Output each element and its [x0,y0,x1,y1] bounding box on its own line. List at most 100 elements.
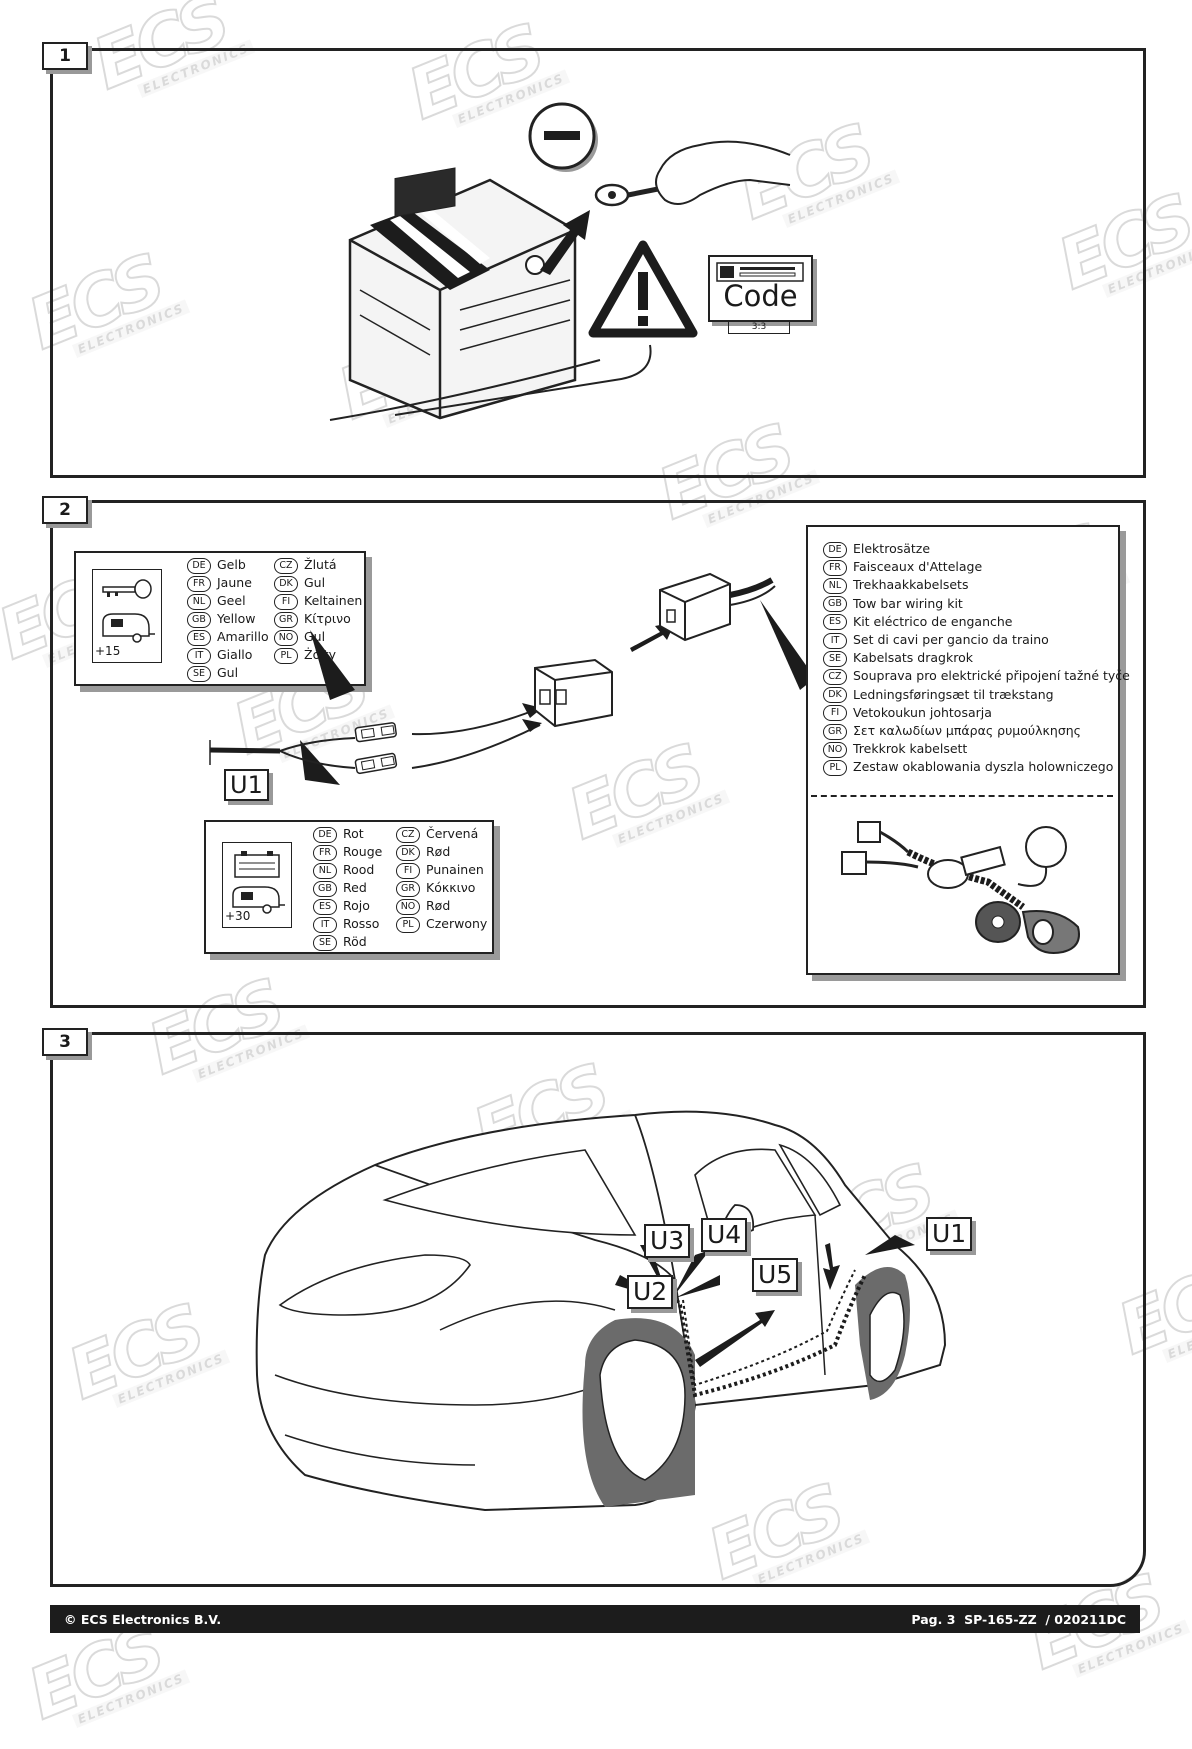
language-code-badge: NL [187,593,211,610]
radio-code-box: Code [708,255,813,322]
language-text: Red [343,880,367,895]
language-row: NO Trekkrok kabelsett [823,741,967,758]
language-code-badge: FI [823,705,847,722]
language-text: Rosso [343,916,380,931]
language-row: FI Vetokoukun johtosarja [823,705,992,722]
language-code-badge: DK [823,687,847,704]
ignition-icon-frame: +15 [92,569,162,663]
language-text: Κίτρινο [304,611,351,626]
language-code-badge: IT [187,647,211,664]
language-code-badge: CZ [274,557,298,574]
language-row: DK Rød [396,844,450,861]
language-text: Giallo [217,647,253,662]
language-code-badge: FR [823,559,847,576]
language-text: Faisceaux d'Attelage [853,559,983,575]
language-text: Ledningsføringsæt til trækstang [853,686,1054,702]
language-code-badge: NO [396,898,420,915]
language-text: Rood [343,862,375,877]
language-code-badge: FI [274,593,298,610]
language-text: Σετ καλωδίων μπάρας ρυμούλκησης [853,723,1081,738]
language-row: ES Rojo [313,898,370,915]
language-code-badge: PL [823,759,847,776]
wiring-kit-illustration [841,821,1080,954]
caravan-icon [232,886,285,914]
language-row: GB Tow bar wiring kit [823,596,963,613]
warning-icon [588,240,698,338]
language-text: Tow bar wiring kit [853,595,963,611]
language-code-badge: PL [396,916,420,933]
language-row: GR Σετ καλωδίων μπάρας ρυμούλκησης [823,723,1081,740]
language-code-badge: CZ [823,668,847,685]
language-code-badge: DE [187,557,211,574]
u3-label: U3 [644,1224,691,1258]
language-code-badge: NL [313,862,337,879]
language-text: Trekkrok kabelsett [853,741,968,757]
language-code-badge: GB [823,596,847,613]
language-code-badge: ES [823,614,847,631]
language-row: GB Red [313,880,367,897]
language-text: Souprava pro elektrické připojení tažné … [853,668,1130,684]
language-text: Gelb [217,557,246,572]
hand-disconnect-illustration [594,140,791,207]
page-reference: Pag. 3 SP-165-ZZ / 020211DC [911,1612,1126,1627]
language-text: Vetokoukun johtosarja [853,704,992,720]
car-illustration [255,1110,947,1512]
language-text: Gul [217,665,239,680]
language-text: Trekhaakkabelsets [853,577,969,593]
language-text: Punainen [426,862,484,877]
language-row: DE Rot [313,826,364,843]
dashed-divider [811,795,1113,797]
footer-bar: © ECS Electronics B.V. Pag. 3 SP-165-ZZ … [50,1605,1140,1633]
language-text: Rød [426,844,451,859]
u1-label: U1 [224,769,269,801]
leader-line [394,344,652,416]
radio-icon [716,262,804,282]
step-2-tab: 2 [42,496,88,524]
code-label: Code [723,279,798,313]
language-row: FI Keltainen [274,593,362,610]
language-code-badge: DK [396,844,420,861]
language-code-badge: GR [823,723,847,740]
language-code-badge: ES [187,629,211,646]
two-pin-connector-female [659,572,776,642]
minus-terminal-icon [528,102,598,172]
language-text: Set di cavi per gancio da traino [853,632,1049,647]
language-code-badge: PL [274,647,298,664]
step-3-panel [50,1032,1146,1587]
u5-label: U5 [752,1258,799,1292]
language-text: Žlutá [304,557,337,572]
language-code-badge: NO [274,629,298,646]
language-code-badge: GB [313,880,337,897]
language-code-badge: DE [313,826,337,843]
battery-icon [234,851,280,878]
u4-label: U4 [701,1218,748,1252]
u1-car-label: U1 [926,1217,973,1251]
language-code-badge: DE [823,541,847,558]
language-text: Rot [343,826,364,841]
language-code-badge: NO [823,741,847,758]
language-code-badge: ES [313,898,337,915]
language-text: Rojo [343,898,370,913]
step-2-panel [50,500,1146,1008]
step-3-tab: 3 [42,1028,88,1056]
language-text: Keltainen [304,593,363,608]
language-row: IT Giallo [187,647,252,664]
